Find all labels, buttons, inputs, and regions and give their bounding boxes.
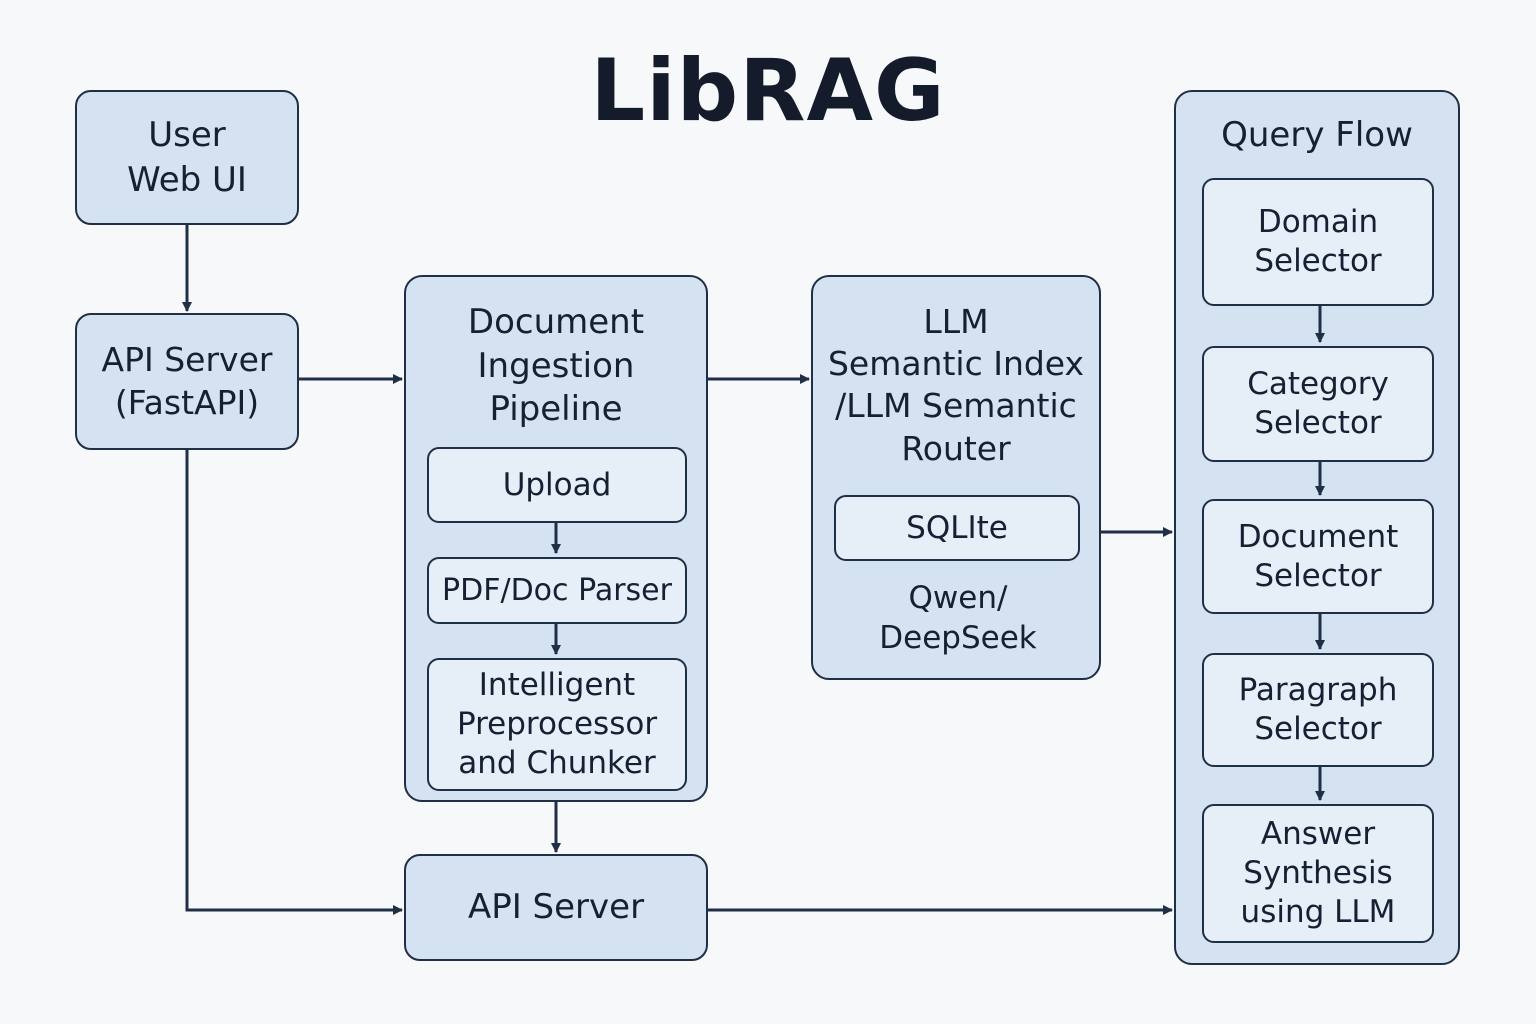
- category-selector-step: Category Selector: [1202, 346, 1434, 462]
- domain-selector-step: Domain Selector: [1202, 178, 1434, 306]
- user-web-ui-node: User Web UI: [75, 90, 299, 225]
- api-server-node: API Server: [404, 854, 708, 961]
- document-ingestion-title: Document Ingestion Pipeline: [467, 302, 645, 430]
- document-ingestion-panel: Document Ingestion Pipeline Upload PDF/D…: [404, 275, 708, 802]
- query-flow-title: Query Flow: [1221, 115, 1413, 155]
- llm-semantic-index-panel: LLM Semantic Index /LLM Semantic Router …: [811, 275, 1101, 680]
- answer-synthesis-step: Answer Synthesis using LLM: [1202, 804, 1434, 943]
- edge-api-server-fastapi-to-api-server: [185, 450, 403, 915]
- llm-semantic-index-title: LLM Semantic Index /LLM Semantic Router: [827, 302, 1085, 468]
- paragraph-selector-step: Paragraph Selector: [1202, 653, 1434, 767]
- document-selector-step: Document Selector: [1202, 499, 1434, 614]
- preprocessor-chunker-step: Intelligent Preprocessor and Chunker: [427, 658, 687, 791]
- diagram-title: LibRAG: [590, 41, 946, 141]
- sqlite-store: SQLIte: [834, 495, 1080, 561]
- pdf-doc-parser-step: PDF/Doc Parser: [427, 557, 687, 624]
- query-flow-panel: Query Flow Domain Selector Category Sele…: [1174, 90, 1460, 965]
- llm-models-label: Qwen/ DeepSeek: [879, 580, 1037, 656]
- api-server-fastapi-node: API Server (FastAPI): [75, 313, 299, 450]
